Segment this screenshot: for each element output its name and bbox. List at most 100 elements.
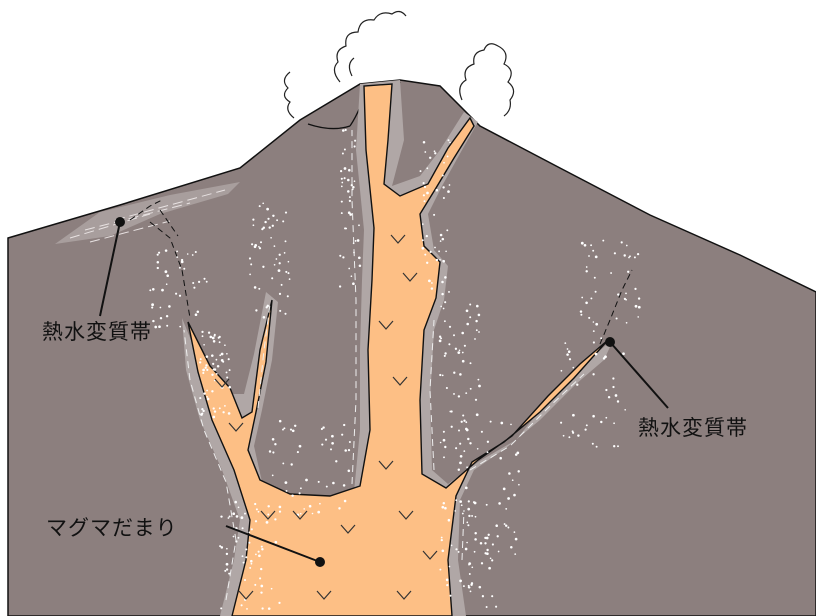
speckle-dot xyxy=(151,307,153,309)
speckle-dot xyxy=(457,351,460,354)
steam-plume-center xyxy=(334,11,406,82)
speckle-dot xyxy=(226,353,228,355)
speckle-dot xyxy=(221,353,224,356)
speckle-dot xyxy=(228,386,231,389)
speckle-dot xyxy=(229,516,231,518)
speckle-dot xyxy=(203,344,205,346)
speckle-dot xyxy=(251,528,253,530)
speckle-dot xyxy=(254,503,256,505)
speckle-dot xyxy=(585,429,587,431)
speckle-dot xyxy=(262,202,264,204)
speckle-dot xyxy=(567,348,569,350)
speckle-dot xyxy=(462,513,464,515)
speckle-dot xyxy=(588,317,590,319)
speckle-dot xyxy=(242,527,244,529)
speckle-dot xyxy=(474,551,476,553)
speckle-dot xyxy=(244,579,246,581)
speckle-dot xyxy=(220,607,222,609)
speckle-dot xyxy=(443,456,445,458)
speckle-dot xyxy=(568,350,571,353)
speckle-dot xyxy=(349,196,351,198)
speckle-dot xyxy=(344,500,347,503)
speckle-dot xyxy=(255,520,257,522)
speckle-dot xyxy=(463,585,465,587)
speckle-dot xyxy=(604,355,607,358)
speckle-dot xyxy=(288,272,290,274)
speckle-dot xyxy=(347,179,350,182)
speckle-dot xyxy=(353,242,355,244)
speckle-dot xyxy=(354,145,356,147)
speckle-dot xyxy=(260,241,262,243)
speckle-dot xyxy=(470,583,472,585)
speckle-dot xyxy=(500,422,503,425)
speckle-dot xyxy=(477,448,479,450)
speckle-dot xyxy=(424,186,426,188)
speckle-dot xyxy=(455,499,457,501)
speckle-dot xyxy=(448,291,450,293)
speckle-dot xyxy=(341,186,343,188)
speckle-dot xyxy=(458,430,460,432)
speckle-dot xyxy=(261,607,263,609)
speckle-dot xyxy=(451,426,453,428)
speckle-dot xyxy=(443,197,445,199)
speckle-dot xyxy=(441,293,443,295)
speckle-dot xyxy=(508,472,511,475)
speckle-dot xyxy=(274,518,276,520)
speckle-dot xyxy=(342,129,345,132)
speckle-dot xyxy=(325,439,327,441)
speckle-dot xyxy=(226,568,228,570)
speckle-dot xyxy=(466,309,469,312)
speckle-dot xyxy=(160,307,162,309)
speckle-dot xyxy=(237,537,239,539)
speckle-dot xyxy=(232,512,235,515)
speckle-dot xyxy=(218,337,220,339)
speckle-dot xyxy=(206,369,208,371)
speckle-dot xyxy=(491,595,493,597)
speckle-dot xyxy=(428,280,431,283)
speckle-dot xyxy=(461,504,463,506)
speckle-dot xyxy=(581,297,583,299)
speckle-dot xyxy=(505,524,507,526)
speckle-dot xyxy=(222,411,224,413)
speckle-dot xyxy=(348,268,350,270)
speckle-dot xyxy=(340,170,342,172)
speckle-dot xyxy=(468,515,470,517)
speckle-dot xyxy=(160,317,162,319)
speckle-dot xyxy=(228,358,230,360)
speckle-dot xyxy=(270,237,272,239)
speckle-dot xyxy=(581,242,584,245)
speckle-dot xyxy=(289,278,291,280)
speckle-dot xyxy=(219,341,221,343)
speckle-dot xyxy=(481,431,483,433)
speckle-dot xyxy=(294,425,296,427)
speckle-dot xyxy=(510,546,513,549)
speckle-dot xyxy=(161,289,164,292)
speckle-dot xyxy=(214,410,216,412)
speckle-dot xyxy=(258,551,260,553)
speckle-dot xyxy=(433,214,435,216)
label-hydrothermal-left: 熱水変質帯 xyxy=(42,316,152,346)
speckle-dot xyxy=(468,564,470,566)
speckle-dot xyxy=(474,538,477,541)
speckle-dot xyxy=(442,260,445,263)
speckle-dot xyxy=(158,325,161,328)
speckle-dot xyxy=(623,254,625,256)
speckle-dot xyxy=(449,411,451,413)
speckle-dot xyxy=(202,369,205,372)
speckle-dot xyxy=(344,177,346,179)
speckle-dot xyxy=(348,449,350,451)
speckle-dot xyxy=(568,436,570,438)
speckle-dot xyxy=(505,508,507,510)
speckle-dot xyxy=(487,451,489,453)
speckle-dot xyxy=(426,235,428,237)
speckle-dot xyxy=(515,453,518,456)
speckle-dot xyxy=(586,266,588,268)
speckle-dot xyxy=(588,255,590,257)
speckle-dot xyxy=(514,531,516,533)
speckle-dot xyxy=(622,352,625,355)
speckle-dot xyxy=(195,251,197,253)
speckle-dot xyxy=(352,186,354,188)
speckle-dot xyxy=(152,320,154,322)
speckle-dot xyxy=(279,506,282,509)
speckle-dot xyxy=(444,320,446,322)
